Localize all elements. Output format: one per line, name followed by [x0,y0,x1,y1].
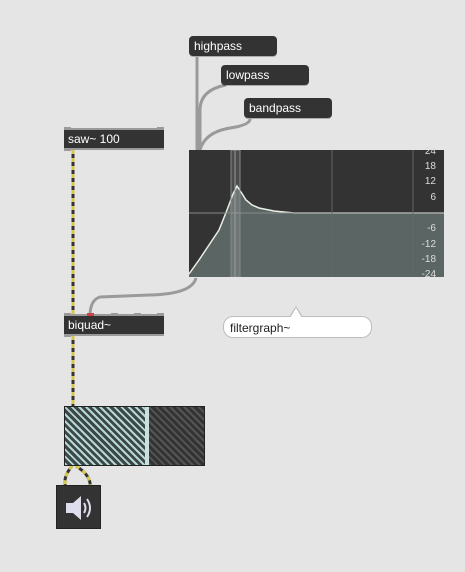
dac-button[interactable] [56,485,101,529]
db-label: 6 [430,192,436,203]
db-label: -6 [427,223,436,234]
cord-filtergraph-biquad [88,277,198,317]
db-label: 12 [424,176,436,187]
speaker-icon [66,496,91,520]
lowpass-message[interactable]: lowpass [221,65,309,85]
gain-track [149,407,204,465]
filtergraph[interactable]: 24 18 12 6 -6 -12 -18 -24 [189,146,444,280]
saw-object[interactable]: saw~ 100 [64,127,164,151]
comment-pointer-fill [290,308,302,318]
filtergraph-curve [189,184,444,275]
db-label: -24 [421,269,436,280]
filtergraph-plot[interactable] [189,150,444,277]
filtergraph-fill [189,186,444,277]
db-label: -12 [421,239,436,250]
gain-handle[interactable] [145,407,149,465]
db-label: 18 [424,161,436,172]
gain-slider[interactable] [64,406,205,466]
saw-object-label: saw~ 100 [68,132,120,146]
db-label: -18 [421,254,436,265]
biquad-object[interactable]: biquad~ [64,313,164,337]
biquad-object-label: biquad~ [68,318,112,332]
filtergraph-comment: filtergraph~ [223,316,372,338]
gain-level-fill [65,407,145,465]
cord-lowpass [198,83,227,150]
cord-bandpass [198,118,252,151]
bandpass-message[interactable]: bandpass [244,98,332,118]
db-label: 24 [424,146,436,157]
highpass-message[interactable]: highpass [189,36,277,56]
